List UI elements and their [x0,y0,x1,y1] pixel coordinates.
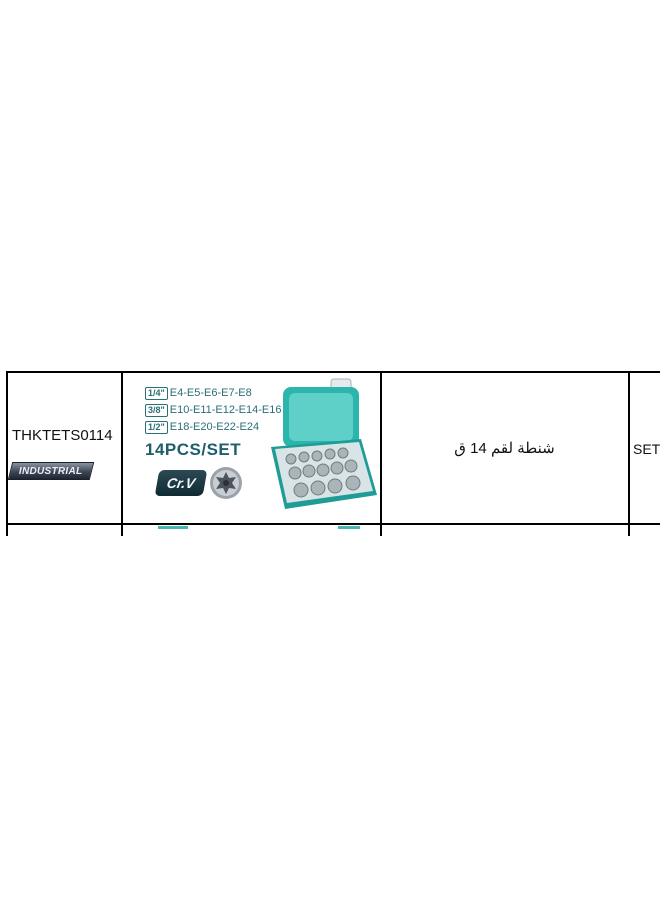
column-divider [380,373,382,523]
next-row-partial [6,525,660,536]
next-image-edge [338,526,360,529]
unit-cell: SET [630,373,660,523]
column-divider [121,373,123,523]
table-row: THKTETS0114 INDUSTRIAL 1/4"E4-E5-E6-E7-E… [6,373,660,525]
product-code-cell: THKTETS0114 INDUSTRIAL [7,373,121,523]
torx-socket-icon [210,467,242,499]
column-divider [628,525,630,536]
column-divider [6,373,8,523]
column-divider [6,525,8,536]
column-divider [121,525,123,536]
product-description: شنطة لقم 14 ق [454,440,555,457]
column-divider [380,525,382,536]
crv-logo-text: Cr.V [165,475,197,491]
next-image-edge [158,526,188,529]
description-cell: شنطة لقم 14 ق [382,373,627,523]
unit-label: SET [633,441,660,457]
product-image-cell: 1/4"E4-E5-E6-E7-E8 3/8"E10-E11-E12-E14-E… [123,373,379,523]
spec-line: 1/4"E4-E5-E6-E7-E8 [145,387,252,400]
crv-logo: Cr.V [154,470,208,496]
industrial-badge-label: INDUSTRIAL [19,465,83,477]
spec-line: 3/8"E10-E11-E12-E14-E16 [145,404,281,417]
column-divider [628,373,630,523]
socket-case-image [271,378,377,509]
product-code: THKTETS0114 [12,427,113,444]
spec-line: 1/2"E18-E20-E22-E24 [145,421,259,434]
product-table: THKTETS0114 INDUSTRIAL 1/4"E4-E5-E6-E7-E… [6,371,660,536]
industrial-badge: INDUSTRIAL [7,462,95,480]
pieces-label: 14PCS/SET [145,440,242,459]
